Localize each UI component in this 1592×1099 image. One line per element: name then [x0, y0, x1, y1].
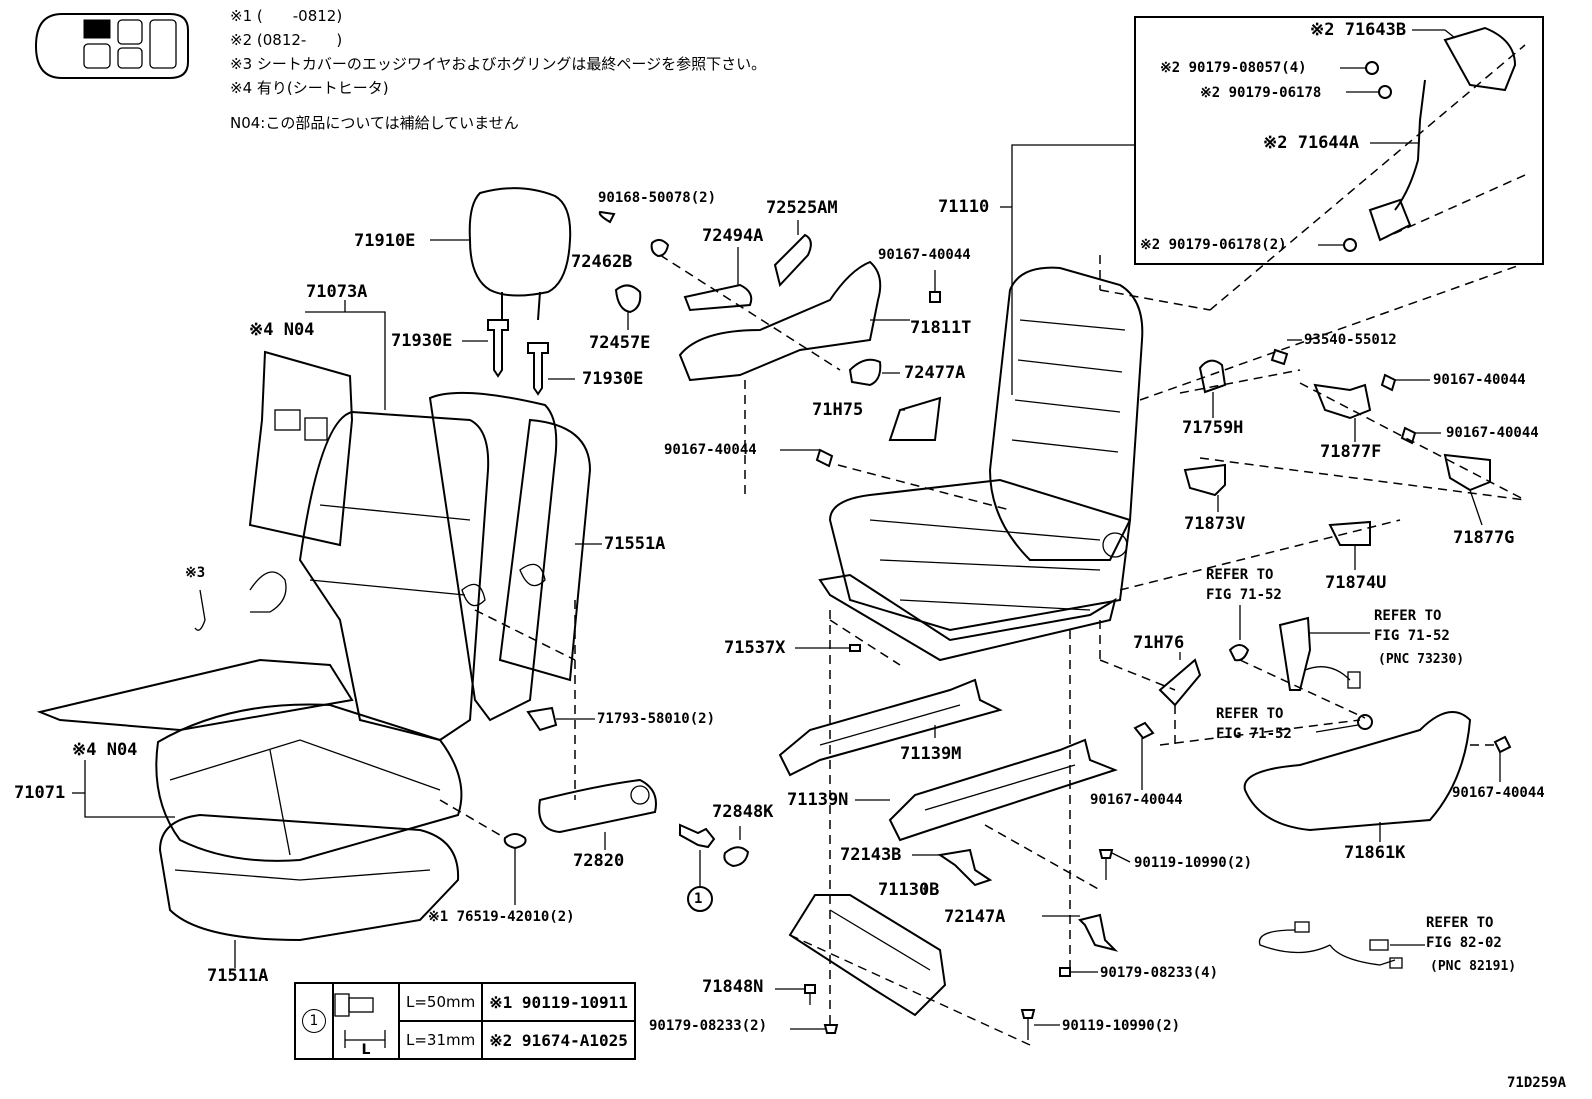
back-board [248, 350, 354, 547]
part-72143B[interactable]: 72143B [840, 845, 902, 865]
part-71930E-a[interactable]: 71930E [391, 331, 453, 351]
part-90179-06178-2[interactable]: ※2 90179-06178(2) [1140, 237, 1287, 253]
part-71073A[interactable]: 71073A [306, 282, 368, 302]
recliner-cover [678, 260, 882, 382]
seat-tracks [778, 678, 1118, 1017]
part-71H75[interactable]: 71H75 [812, 400, 864, 420]
part-72462B[interactable]: 72462B [571, 252, 633, 272]
refer-71-52-b[interactable]: REFER TO [1374, 608, 1442, 624]
refer-71-52-a-fig[interactable]: FIG 71-52 [1206, 587, 1282, 603]
seat-heater-board [36, 658, 354, 732]
part-72820[interactable]: 72820 [573, 851, 625, 871]
seat-frame [818, 266, 1144, 662]
part-71877G[interactable]: 71877G [1453, 528, 1515, 548]
fastener-length-2: L=31mm [397, 1020, 484, 1060]
part-90168-50078[interactable]: 90168-50078(2) [598, 190, 717, 206]
part-72525AM[interactable]: 72525AM [766, 198, 838, 218]
pnc-73230: (PNC 73230) [1378, 652, 1465, 667]
part-90179-08233-b[interactable]: 90179-08233(2) [649, 1018, 768, 1034]
part-71139N[interactable]: 71139N [787, 790, 849, 810]
part-90179-06178[interactable]: ※2 90179-06178 [1200, 85, 1322, 101]
note-4: ※4 有り(シートヒータ) [230, 79, 389, 97]
part-71071[interactable]: 71071 [14, 783, 66, 803]
refer-71-52-a[interactable]: REFER TO [1206, 567, 1274, 583]
part-71130B[interactable]: 71130B [878, 880, 940, 900]
part-90119-10990-a[interactable]: 90119-10990(2) [1134, 855, 1253, 871]
headrest [468, 187, 572, 321]
part-71643B[interactable]: ※2 71643B [1310, 20, 1407, 40]
note-n04: N04:この部品については補給していません [230, 114, 519, 132]
part-71H76[interactable]: 71H76 [1133, 633, 1185, 653]
part-90167-40044-c[interactable]: 90167-40044 [664, 442, 757, 458]
part-71848N[interactable]: 71848N [702, 977, 764, 997]
note-4-n04-a: ※4 N04 [249, 320, 315, 340]
fastener-table: 1 L L=50mm ※1 90119-10911 L=31mm ※2 9167… [294, 982, 636, 1060]
part-71551A[interactable]: 71551A [604, 534, 666, 554]
part-72848K[interactable]: 72848K [712, 802, 774, 822]
note-4-n04-b: ※4 N04 [72, 740, 138, 760]
fastener-dim-label: L [361, 1042, 371, 1058]
refer-82-02[interactable]: REFER TO [1426, 915, 1494, 931]
part-71644A[interactable]: ※2 71644A [1263, 133, 1360, 153]
fastener-ref-number: 1 [302, 1009, 326, 1033]
fastener-ref: 1 [294, 982, 334, 1060]
part-71793-58010[interactable]: 71793-58010(2) [597, 711, 716, 727]
callout-ref-1: 1 [694, 891, 703, 907]
part-72494A[interactable]: 72494A [702, 226, 764, 246]
hinge-cover [538, 778, 657, 834]
part-90167-40044-b[interactable]: 90167-40044 [1433, 372, 1526, 388]
seat-cushion [155, 703, 463, 942]
part-71910E[interactable]: 71910E [354, 231, 416, 251]
part-90119-10990-b[interactable]: 90119-10990(2) [1062, 1018, 1181, 1034]
refer-71-52-c[interactable]: REFER TO [1216, 706, 1284, 722]
note-3: ※3 シートカバーのエッジワイヤおよびホグリングは最終ページを参照下さい。 [230, 55, 767, 73]
fastener-length-1: L=50mm [397, 982, 484, 1022]
figure-id: 71D259A [1507, 1075, 1567, 1091]
part-71511A[interactable]: 71511A [207, 966, 269, 986]
part-90167-40044-f[interactable]: 90167-40044 [1452, 785, 1545, 801]
part-90179-08057[interactable]: ※2 90179-08057(4) [1160, 60, 1307, 76]
fastener-dim-cell: L [332, 982, 400, 1060]
part-76519-42010[interactable]: ※1 76519-42010(2) [428, 909, 575, 925]
refer-71-52-b-fig[interactable]: FIG 71-52 [1374, 628, 1450, 644]
fastener-part-1[interactable]: ※1 90119-10911 [481, 982, 636, 1022]
part-90179-08233-a[interactable]: 90179-08233(4) [1100, 965, 1219, 981]
part-90167-40044-e[interactable]: 90167-40044 [1090, 792, 1183, 808]
part-90167-40044-d[interactable]: 90167-40044 [1446, 425, 1539, 441]
part-71139M[interactable]: 71139M [900, 744, 962, 764]
part-72477A[interactable]: 72477A [904, 363, 966, 383]
part-71110[interactable]: 71110 [938, 197, 990, 217]
part-72147A[interactable]: 72147A [944, 907, 1006, 927]
part-72457E[interactable]: 72457E [589, 333, 651, 353]
note-1: ※1 ( -0812) [230, 7, 343, 25]
fastener-part-2[interactable]: ※2 91674-A1025 [481, 1020, 636, 1060]
part-71930E-b[interactable]: 71930E [582, 369, 644, 389]
part-71861K[interactable]: 71861K [1344, 843, 1406, 863]
part-71811T[interactable]: 71811T [910, 318, 972, 338]
seat-position-icon [34, 13, 189, 79]
part-90167-40044-a[interactable]: 90167-40044 [878, 247, 971, 263]
part-71537X[interactable]: 71537X [724, 638, 786, 658]
inset-box [1134, 16, 1544, 265]
pnc-82191: (PNC 82191) [1430, 959, 1517, 974]
note-2: ※2 (0812- ) [230, 31, 343, 49]
part-71759H[interactable]: 71759H [1182, 418, 1244, 438]
refer-71-52-c-fig[interactable]: FIG 71-52 [1216, 726, 1292, 742]
part-71873V[interactable]: 71873V [1184, 514, 1246, 534]
side-shield [1243, 711, 1472, 832]
part-71874U[interactable]: 71874U [1325, 573, 1387, 593]
refer-82-02-fig[interactable]: FIG 82-02 [1426, 935, 1502, 951]
note-3-mark: ※3 [185, 565, 206, 581]
part-93540-55012[interactable]: 93540-55012 [1304, 332, 1397, 348]
part-71877F[interactable]: 71877F [1320, 442, 1382, 462]
seatback-pad [298, 391, 592, 742]
